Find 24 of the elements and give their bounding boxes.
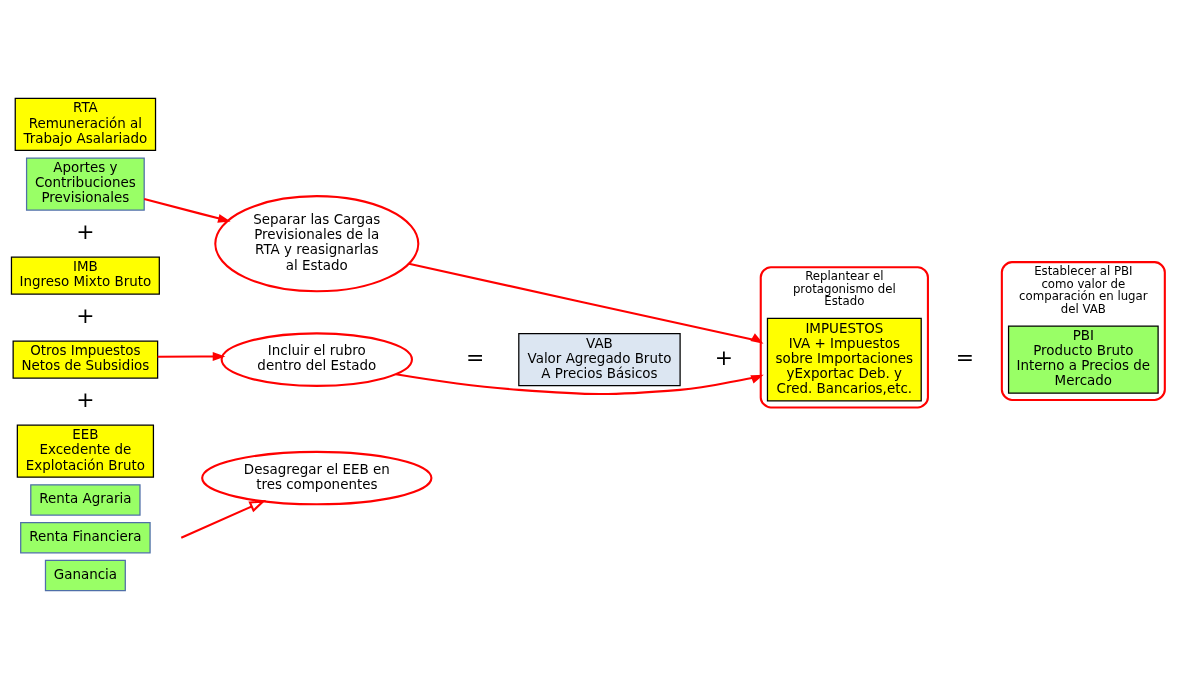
node-box: Renta Agraria xyxy=(30,484,141,516)
node-ellipse: Desagregar el EEB en tres componentes xyxy=(201,450,433,506)
node-box: VAB Valor Agregado Bruto A Precios Básicos xyxy=(518,332,681,387)
node-box: EEB Excedente de Explotación Bruto xyxy=(16,424,155,478)
label: + xyxy=(714,344,733,370)
arrow xyxy=(408,262,764,344)
node-box: PBI Producto Bruto Interno a Precios de Mercado xyxy=(1007,325,1159,394)
node-box: IMPUESTOS IVA + Impuestos sobre Importaciones yExportac Deb. y Cred. Bancarios,etc. xyxy=(766,317,922,402)
label: = xyxy=(465,344,485,370)
label: + xyxy=(76,302,95,328)
label: + xyxy=(76,218,95,244)
label: + xyxy=(76,386,95,412)
node-ellipse: Incluir el rubro dentro del Estado xyxy=(220,332,413,387)
node-box: Ganancia xyxy=(44,559,126,592)
label: = xyxy=(955,344,975,370)
node-box: Renta Financiera xyxy=(20,521,151,554)
node-box: Aportes y Contribuciones Previsionales xyxy=(25,157,145,211)
arrow xyxy=(395,373,764,396)
node-box: Otros Impuestos Netos de Subsidios xyxy=(12,340,159,379)
node-box: IMB Ingreso Mixto Bruto xyxy=(10,256,160,295)
arrow xyxy=(143,198,231,223)
node-box: RTA Remuneración al Trabajo Asalariado xyxy=(14,97,157,152)
arrow xyxy=(180,500,267,539)
arrow xyxy=(157,352,226,361)
